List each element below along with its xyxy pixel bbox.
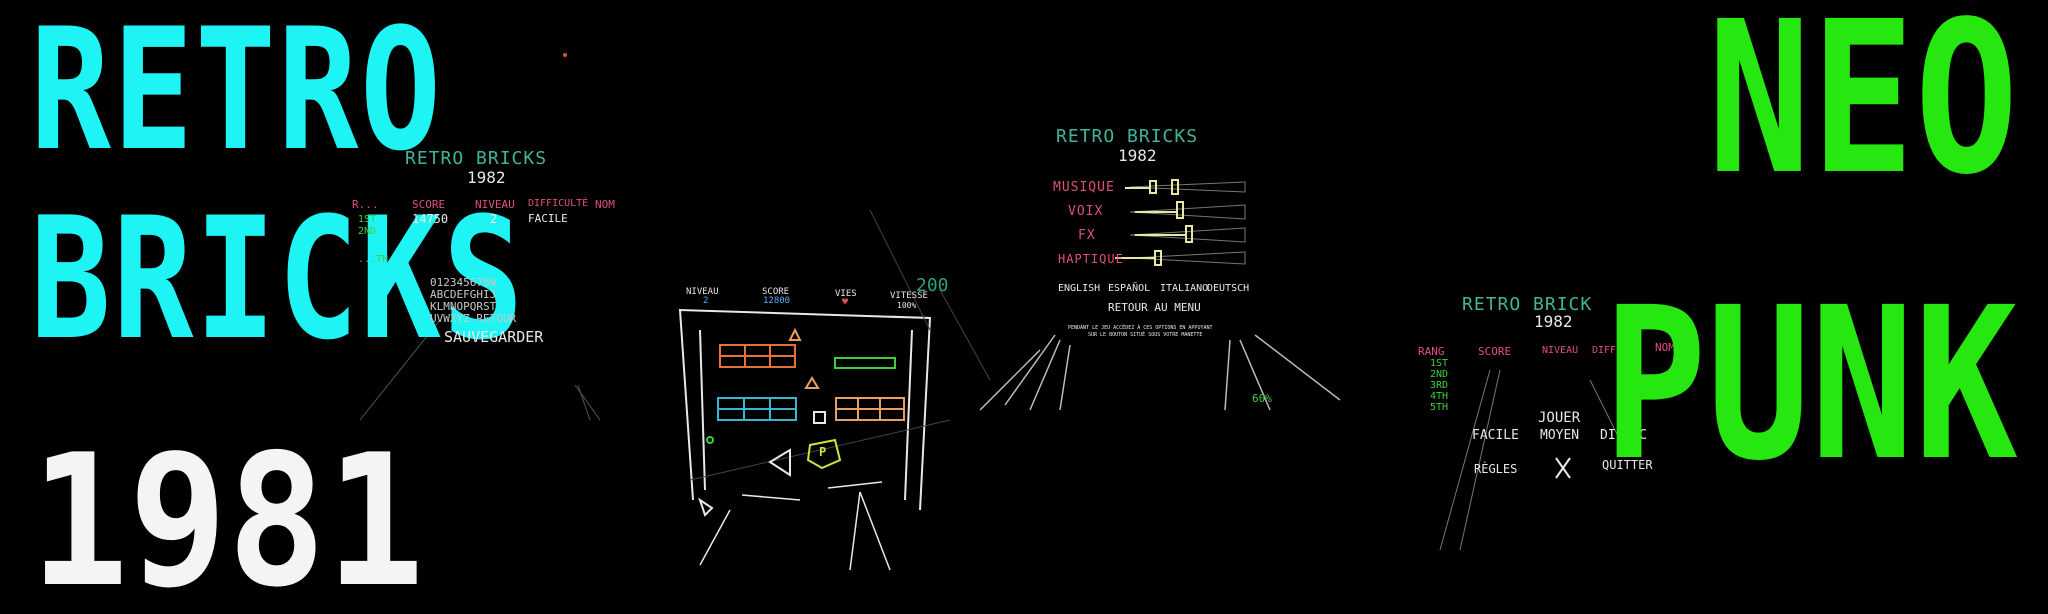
hero-title-punk: PUNK — [1603, 262, 2018, 507]
slider-fx-label[interactable]: FX — [1078, 228, 1096, 243]
settings-note-line1: PENDANT LE JEU ACCÉDEZ À CES OPTIONS EN … — [1068, 325, 1213, 331]
hud-speed-value: 100% — [897, 301, 917, 310]
menu-col-rank: RANG — [1418, 345, 1445, 358]
menu-rank-3: 3RD — [1430, 380, 1449, 391]
lang-italiano[interactable]: ITALIANO — [1160, 283, 1209, 294]
keyboard-row-u-z-retour[interactable]: UVWXYZ RETOUR — [430, 312, 517, 325]
hud-speed-label: VITESSE — [890, 291, 928, 301]
hero-title-retro: RETRO — [30, 0, 443, 188]
menu-rank-2: 2ND — [1430, 369, 1449, 380]
panel-menu-title: RETRO BRICK — [1462, 294, 1593, 315]
floating-points: 200 — [916, 275, 949, 296]
slider-voice-label[interactable]: VOIX — [1068, 204, 1104, 219]
score-rank-1: 1ST — [358, 214, 377, 225]
col-name-header: NOM — [595, 198, 615, 211]
menu-col-name: NOM — [1655, 341, 1675, 354]
score-value-1: 14750 — [412, 212, 449, 226]
lang-espanol[interactable]: ESPAÑOL — [1108, 283, 1151, 294]
heart-icon: ♥ — [842, 297, 849, 308]
slider-music-label[interactable]: MUSIQUE — [1053, 180, 1115, 195]
panel-settings-year: 1982 — [1118, 146, 1157, 165]
panel-scores-year: 1982 — [467, 168, 506, 187]
rules-button[interactable]: RÈGLES — [1474, 462, 1518, 476]
score-rank-2: 2ND — [358, 226, 377, 237]
menu-rank-4: 4TH — [1430, 391, 1449, 402]
lang-deutsch[interactable]: DEUTSCH — [1207, 283, 1250, 294]
hud-score-label: SCORE — [762, 287, 790, 297]
hero-year: 1981 — [30, 415, 425, 614]
hud-level-value: 2 — [703, 296, 709, 306]
menu-col-level: NIVEAU — [1542, 345, 1579, 356]
lang-english[interactable]: ENGLISH — [1058, 283, 1101, 294]
hud-lives-label: VIES — [835, 289, 857, 299]
keyboard-row-digits[interactable]: 0123456789 — [430, 276, 497, 289]
settings-percent: 60% — [1252, 392, 1272, 405]
menu-col-score: SCORE — [1478, 345, 1512, 358]
difficulty-hard-button[interactable]: DIFFIC — [1600, 428, 1647, 443]
panel-settings-title: RETRO BRICKS — [1056, 126, 1199, 147]
menu-col-difficulty: DIFFICU — [1592, 345, 1635, 356]
hero-title-bricks: BRICKS — [30, 181, 526, 377]
hero-title-neo: NEO — [1706, 0, 2018, 221]
keyboard-row-k-t[interactable]: KLMNOPQRST — [430, 300, 497, 313]
difficulty-medium-button[interactable]: MOYEN — [1540, 428, 1580, 443]
col-rank-header: R... — [352, 198, 379, 211]
powerup-p-icon: P — [819, 445, 827, 459]
menu-rank-1: 1ST — [1430, 358, 1449, 369]
quit-button[interactable]: QUITTER — [1602, 458, 1653, 472]
play-button[interactable]: JOUER — [1538, 410, 1581, 426]
settings-note-line2: SUR LE BOUTON SITUÉ SOUS VOTRE MANETTE — [1088, 332, 1203, 338]
save-button[interactable]: SAUVEGARDER — [444, 328, 544, 346]
panel-menu-year: 1982 — [1534, 312, 1573, 331]
col-score-header: SCORE — [412, 198, 446, 211]
panel-scores-title: RETRO BRICKS — [405, 148, 548, 169]
hud-score-value: 12800 — [763, 296, 791, 306]
hud-level-label: NIVEAU — [686, 287, 719, 297]
col-difficulty-header: DIFFICULTÉ — [528, 198, 589, 209]
score-level-1: 2 — [490, 212, 498, 226]
back-to-menu-button[interactable]: RETOUR AU MENU — [1108, 301, 1201, 314]
keyboard-row-a-j[interactable]: ABCDEFGHIJ — [430, 288, 497, 301]
difficulty-easy-button[interactable]: FACILE — [1472, 428, 1519, 443]
score-rank-3: ...TH — [358, 254, 389, 265]
slider-haptic-label[interactable]: HAPTIQUE — [1058, 252, 1124, 266]
menu-rank-5: 5TH — [1430, 402, 1449, 413]
score-difficulty-1: FACILE — [528, 212, 568, 225]
col-level-header: NIVEAU — [475, 198, 515, 211]
